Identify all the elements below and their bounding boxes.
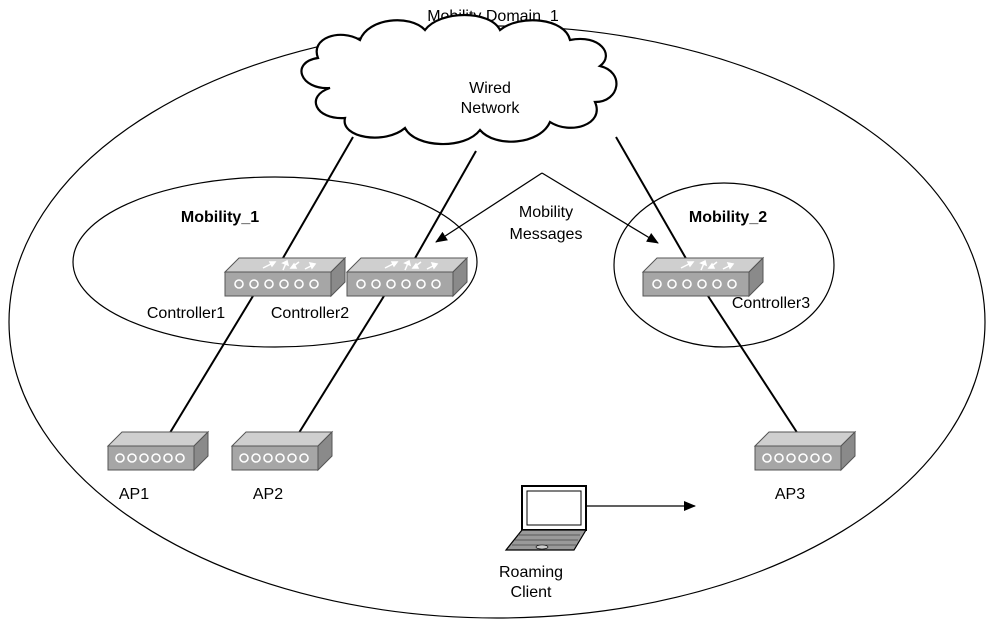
- mobility-messages-label-line2: Messages: [510, 226, 583, 243]
- ap3-label: AP3: [775, 486, 805, 503]
- laptop-icon: [504, 485, 588, 551]
- cloud-label-line2: Network: [461, 100, 521, 117]
- mobility-group-2-label: Mobility_2: [689, 209, 767, 226]
- cloud-label-line1: Wired: [469, 80, 511, 97]
- access-point-icon: [107, 431, 209, 471]
- link-cloud-controller2: [413, 150, 477, 261]
- link-cloud-controller1: [282, 136, 354, 259]
- link-controller1-ap1: [167, 295, 254, 437]
- controller1-label: Controller1: [147, 305, 225, 322]
- client-label-line1: Roaming: [499, 564, 563, 581]
- wlan-controller-icon: [642, 257, 764, 297]
- mobility-group-1-boundary: [72, 176, 478, 348]
- link-cloud-controller3: [615, 136, 689, 263]
- access-point-icon: [754, 431, 856, 471]
- mobility-messages-label-line1: Mobility: [519, 204, 573, 221]
- connection-lines: [167, 136, 799, 437]
- controller2-label: Controller2: [271, 305, 349, 322]
- mobility-messages-arrows: [435, 172, 659, 244]
- link-controller3-ap3: [707, 295, 799, 435]
- ap1-label: AP1: [119, 486, 149, 503]
- ap2-label: AP2: [253, 486, 283, 503]
- cloud-icon: [300, 13, 618, 146]
- client-label-line2: Client: [511, 584, 552, 601]
- controller3-label: Controller3: [732, 295, 810, 312]
- access-point-icon: [231, 431, 333, 471]
- mobility-group-1-label: Mobility_1: [181, 209, 259, 226]
- wlan-controller-icon: [224, 257, 346, 297]
- link-controller2-ap2: [296, 295, 385, 437]
- mobility-group-2-boundary: [613, 182, 835, 348]
- wlan-controller-icon: [346, 257, 468, 297]
